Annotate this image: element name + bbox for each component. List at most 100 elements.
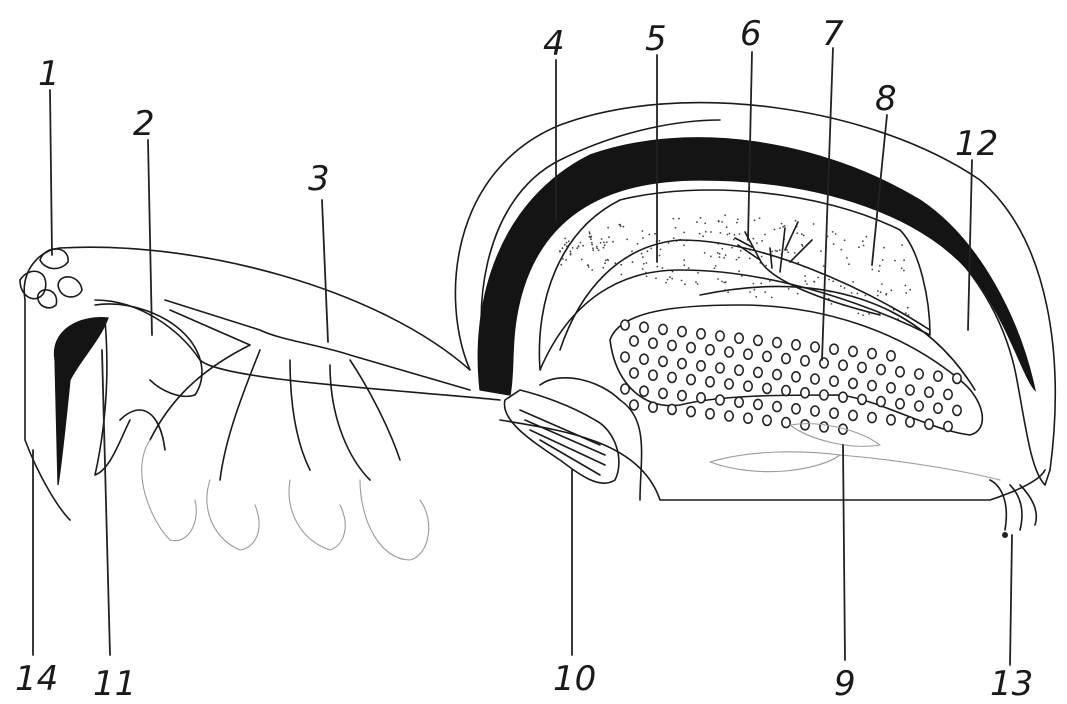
stipple-dot — [565, 259, 567, 261]
egg — [925, 419, 933, 429]
stipple-dot — [604, 244, 606, 246]
stipple-dot — [877, 295, 879, 297]
stipple-dot — [907, 307, 909, 309]
stipple-dot — [833, 243, 835, 245]
label-9: 9 — [834, 664, 856, 704]
egg — [630, 400, 638, 410]
stipple-dot — [632, 261, 634, 263]
stipple-dot — [721, 281, 723, 283]
stipple-dot — [862, 240, 864, 242]
label-14: 14 — [15, 659, 58, 699]
stipple-dot — [665, 282, 667, 284]
stipple-dot — [704, 252, 706, 254]
egg — [668, 340, 676, 350]
stipple-dot — [775, 250, 777, 252]
stipple-dot — [647, 250, 649, 252]
egg — [735, 333, 743, 343]
stipple-dot — [725, 254, 727, 256]
egg — [697, 329, 705, 339]
egg — [716, 395, 724, 405]
stipple-dot — [820, 250, 822, 252]
stipple-dot — [885, 294, 887, 296]
leader-13 — [1010, 535, 1012, 665]
label-12: 12 — [955, 124, 998, 164]
egg — [697, 361, 705, 371]
stipple-dot — [877, 290, 879, 292]
egg — [678, 391, 686, 401]
egg — [934, 371, 942, 381]
stipple-dot — [642, 268, 644, 270]
stipple-dot — [591, 244, 593, 246]
egg — [725, 379, 733, 389]
egg — [640, 386, 648, 396]
egg — [820, 422, 828, 432]
stipple-dot — [672, 271, 674, 273]
egg — [725, 411, 733, 421]
stipple-dot — [673, 237, 675, 239]
stipple-dot — [905, 312, 907, 314]
stipple-dot — [881, 283, 883, 285]
egg — [906, 385, 914, 395]
stipple-dot — [909, 289, 911, 291]
stipple-dot — [804, 275, 806, 277]
stipple-dot — [590, 238, 592, 240]
stipple-dot — [756, 242, 758, 244]
stipple-dot — [865, 295, 867, 297]
stipple-dot — [619, 224, 621, 226]
stipple-dot — [740, 250, 742, 252]
egg — [839, 360, 847, 370]
stipple-dot — [608, 236, 610, 238]
stipple-dot — [786, 249, 788, 251]
egg — [801, 356, 809, 366]
ventral-body-outline — [500, 420, 1045, 500]
stipple-dot — [880, 291, 882, 293]
stipple-dot — [704, 222, 706, 224]
stipple-dot — [741, 275, 743, 277]
stipple-dot — [626, 239, 628, 241]
stipple-dot — [607, 227, 609, 229]
egg — [659, 388, 667, 398]
stipple-dot — [727, 234, 729, 236]
stipple-dot — [589, 236, 591, 238]
label-13: 13 — [990, 664, 1033, 704]
label-7: 7 — [822, 14, 844, 54]
stippled-tissue — [539, 190, 930, 370]
egg-mass-outline — [610, 305, 982, 435]
stipple-dot — [702, 235, 704, 237]
stipple-dot — [754, 289, 756, 291]
label-1: 1 — [38, 54, 60, 94]
stipple-dot — [564, 244, 566, 246]
egg — [706, 345, 714, 355]
stipple-dot — [813, 281, 815, 283]
egg — [877, 397, 885, 407]
egg — [621, 352, 629, 362]
stipple-dot — [560, 264, 562, 266]
stipple-dot — [717, 278, 719, 280]
egg — [953, 373, 961, 383]
stipple-dot — [717, 252, 719, 254]
egg — [659, 356, 667, 366]
stipple-dot — [581, 259, 583, 261]
eggs — [621, 320, 961, 434]
stipple-dot — [760, 282, 762, 284]
stipple-dot — [787, 251, 789, 253]
stipple-dot — [562, 258, 564, 260]
egg — [763, 351, 771, 361]
egg — [735, 397, 743, 407]
stipple-dot — [832, 231, 834, 233]
stipple-dot — [761, 256, 763, 258]
stipple-dot — [590, 236, 592, 238]
stipple-dot — [851, 292, 853, 294]
stipple-dot — [905, 292, 907, 294]
egg — [830, 344, 838, 354]
stipple-dot — [648, 234, 650, 236]
stipple-dot — [660, 249, 662, 251]
leader-9 — [843, 445, 845, 660]
egg — [782, 418, 790, 428]
leader-1 — [50, 90, 52, 255]
egg — [944, 421, 952, 431]
stipple-dot — [844, 239, 846, 241]
egg — [716, 363, 724, 373]
stipple-dot — [734, 234, 736, 236]
